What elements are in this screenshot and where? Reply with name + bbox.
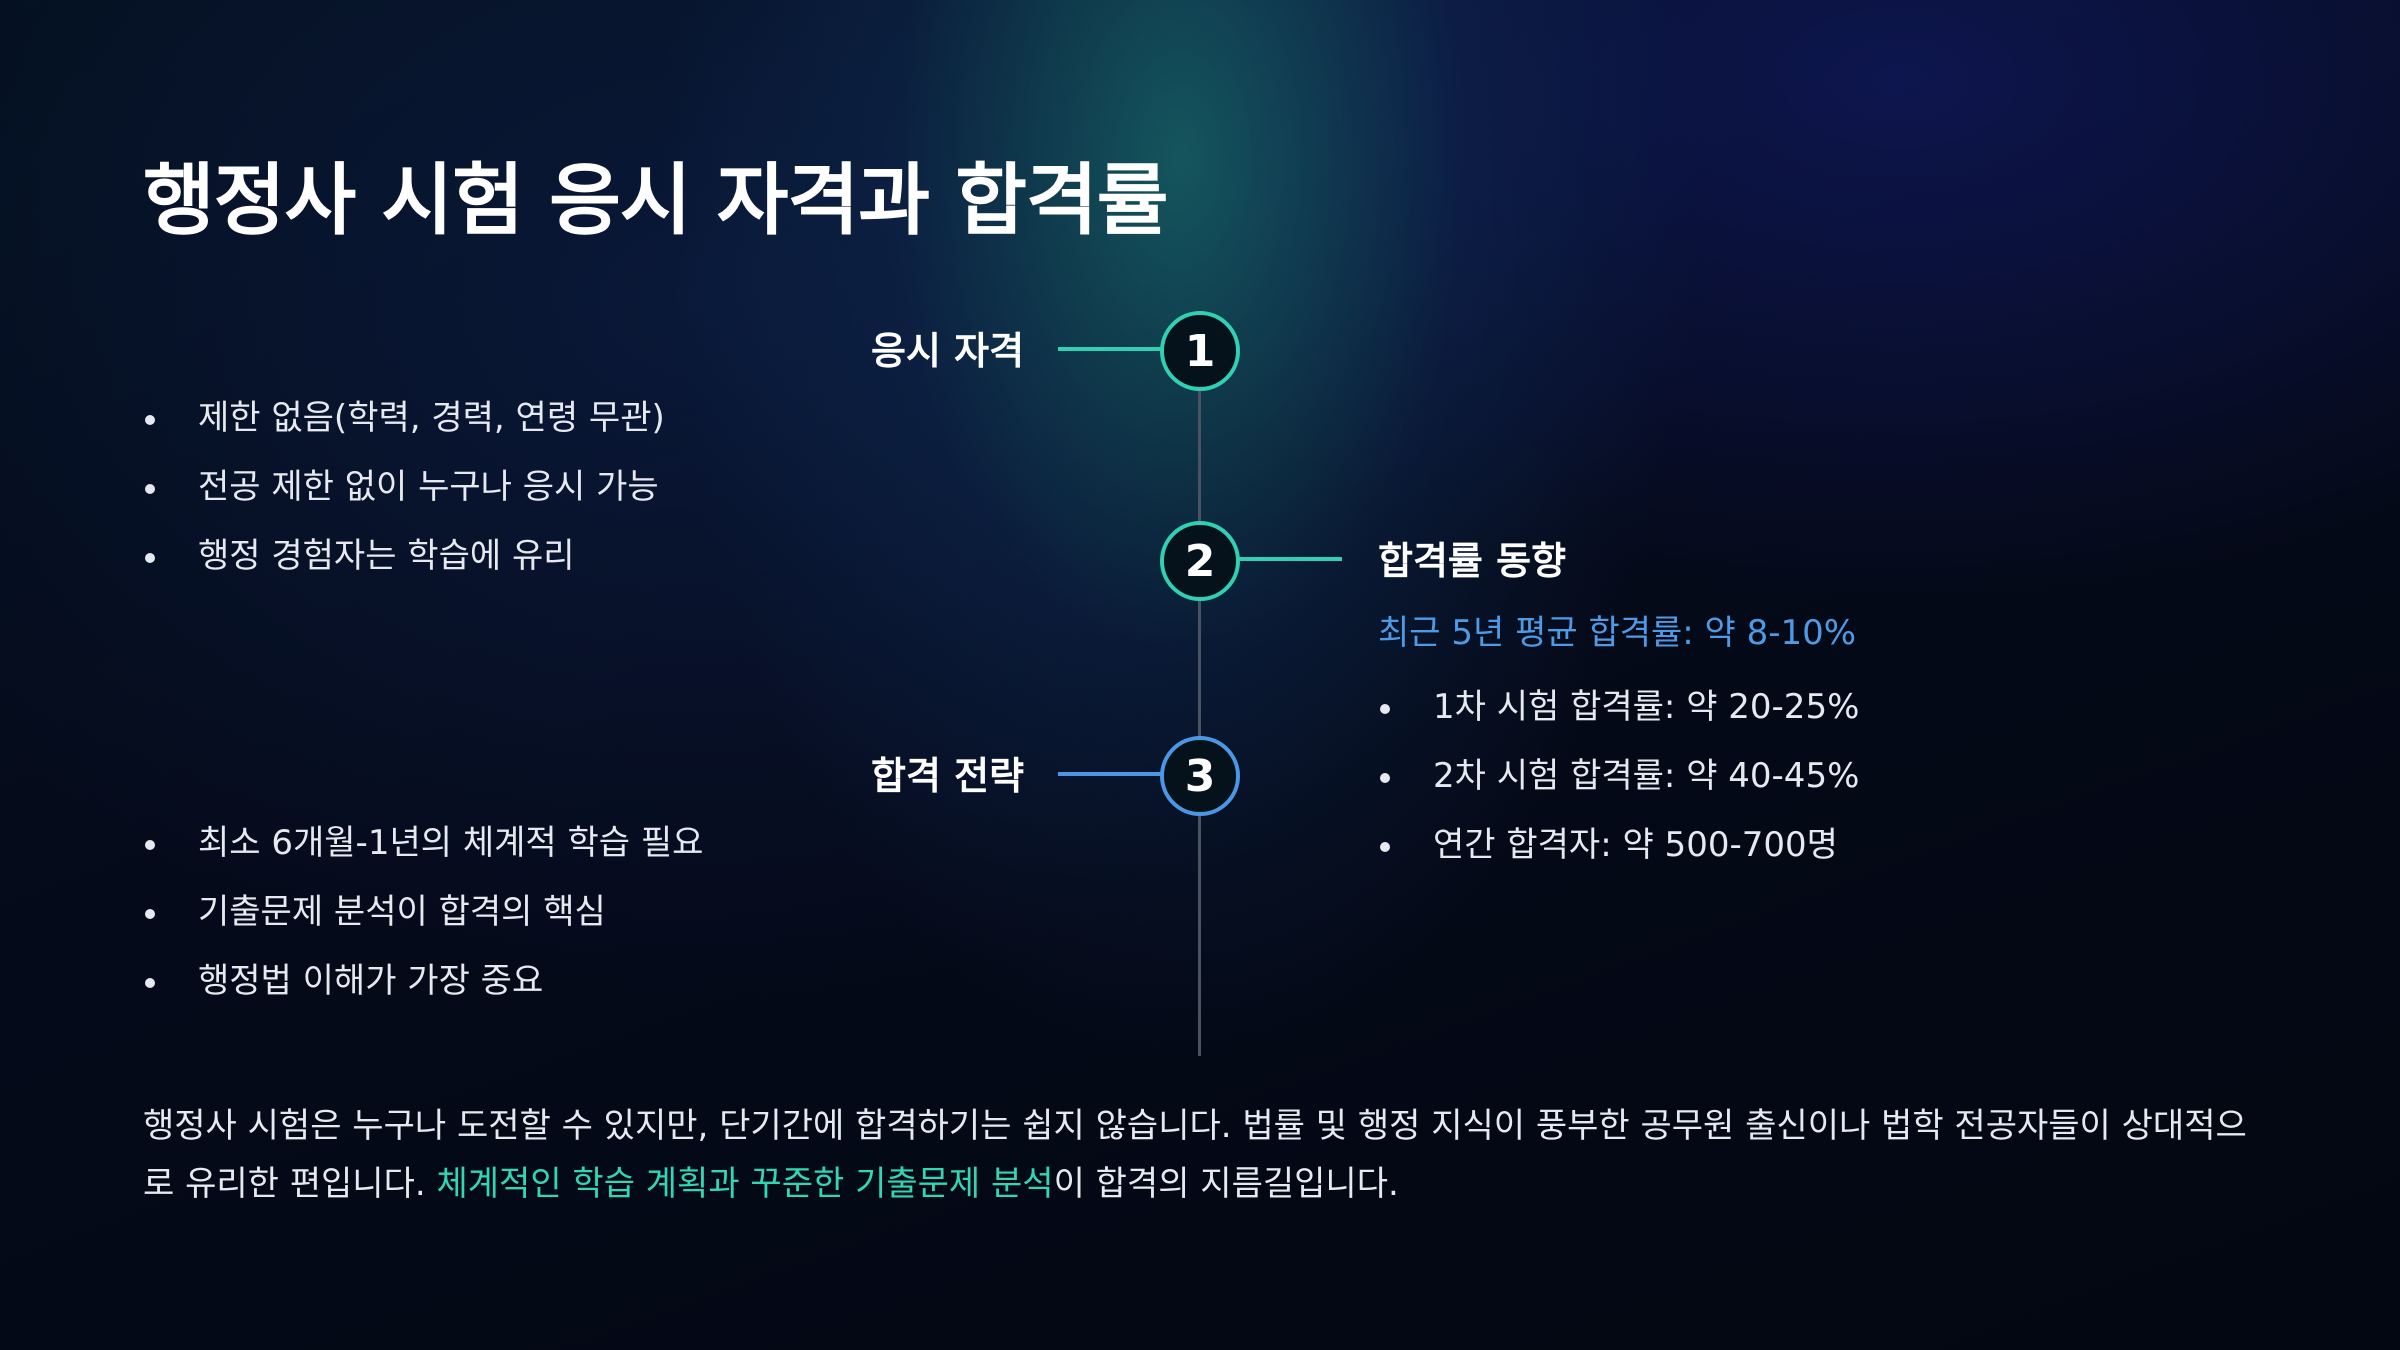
list-item: 1차 시험 합격률: 약 20-25%: [1378, 673, 1859, 742]
step-3-connector: [1058, 772, 1162, 776]
list-item: 기출문제 분석이 합격의 핵심: [143, 878, 703, 947]
summary-highlight: 체계적인 학습 계획과 꾸준한 기출문제 분석: [436, 1164, 1054, 1204]
list-item: 최소 6개월-1년의 체계적 학습 필요: [143, 809, 703, 878]
step-2-number: 2: [1160, 521, 1240, 601]
list-item: 2차 시험 합격률: 약 40-45%: [1378, 742, 1859, 811]
summary-tail: 이 합격의 지름길입니다.: [1053, 1164, 1399, 1204]
list-item: 제한 없음(학력, 경력, 연령 무관): [143, 384, 665, 453]
step-1-list: 제한 없음(학력, 경력, 연령 무관) 전공 제한 없이 누구나 응시 가능 …: [143, 384, 665, 591]
step-3-heading: 합격 전략: [871, 754, 1025, 798]
step-3-list: 최소 6개월-1년의 체계적 학습 필요 기출문제 분석이 합격의 핵심 행정법…: [143, 809, 703, 1016]
summary-text: 행정사 시험은 누구나 도전할 수 있지만, 단기간에 합격하기는 쉽지 않습니…: [143, 1097, 2263, 1213]
step-1-heading: 응시 자격: [871, 329, 1025, 373]
page-title: 행정사 시험 응시 자격과 합격률: [143, 156, 1169, 246]
step-2-heading: 합격률 동향: [1378, 539, 1567, 583]
pass-rate-average: 최근 5년 평균 합격률: 약 8-10%: [1378, 613, 1857, 653]
list-item: 행정 경험자는 학습에 유리: [143, 522, 665, 591]
step-3-number: 3: [1160, 736, 1240, 816]
step-2-list: 1차 시험 합격률: 약 20-25% 2차 시험 합격률: 약 40-45% …: [1378, 673, 1859, 880]
list-item: 전공 제한 없이 누구나 응시 가능: [143, 453, 665, 522]
step-1-connector: [1058, 347, 1162, 351]
timeline-axis: [1198, 372, 1201, 1056]
step-2-connector: [1238, 557, 1342, 561]
list-item: 행정법 이해가 가장 중요: [143, 947, 703, 1016]
summary-lead: 행정사 시험은 누구나 도전할 수 있지만, 단기간에 합격하기는 쉽지 않습니…: [143, 1106, 2247, 1204]
list-item: 연간 합격자: 약 500-700명: [1378, 811, 1859, 880]
step-1-number: 1: [1160, 311, 1240, 391]
